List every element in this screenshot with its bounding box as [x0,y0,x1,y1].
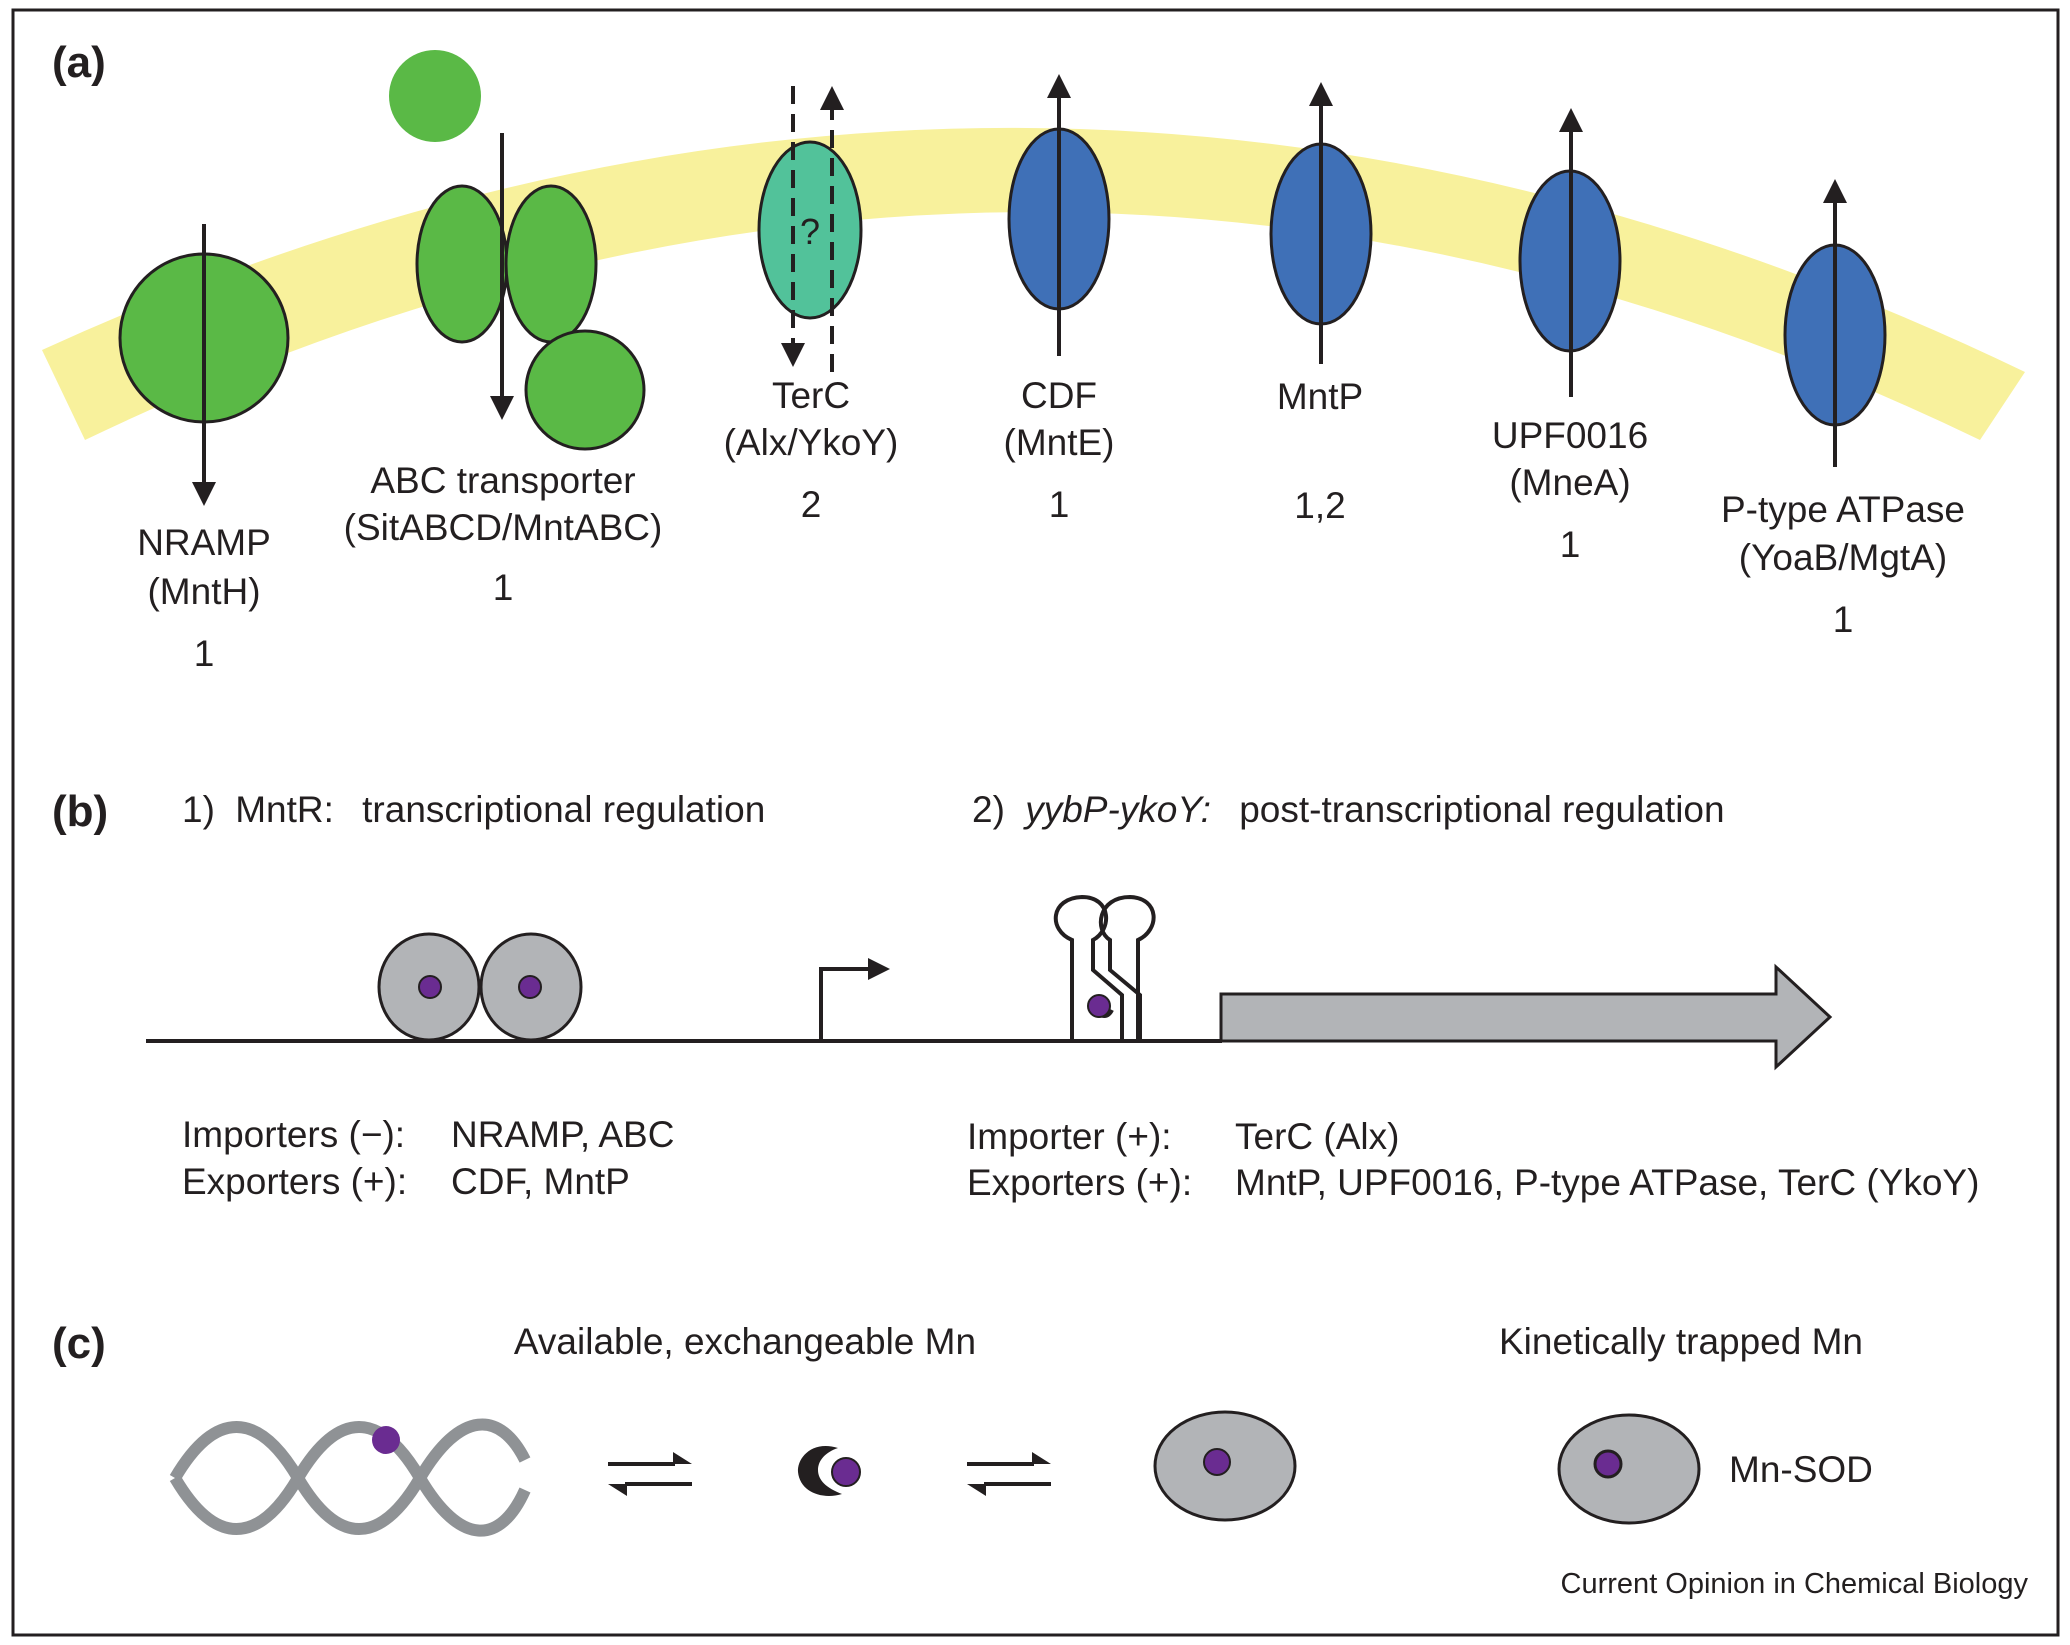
transporter-family: (MntH) [147,571,260,612]
transporter-name: TerC [772,375,850,416]
transporter-family: (SitABCD/MntABC) [344,507,663,548]
transporter-nramp: NRAMP (MntH) 1 [118,224,290,674]
manganese-ion [1593,1449,1623,1479]
mntr-description: transcriptional regulation [362,789,765,830]
panel-a: (a) NRAMP (MntH) 1 ABC transporter (SitA… [42,38,2025,674]
dna-helix [169,1418,531,1537]
regulation-number: 1 [194,633,215,674]
transporter-cdf: CDF (MntE) 1 [1004,74,1115,525]
mntr-name: MntR: [235,789,334,830]
riboswitch-structure [1053,894,1156,1041]
transporter-family: (MntE) [1004,422,1115,463]
panel-c: (c) Available, exchangeable Mn Kinetical… [52,1319,1873,1537]
transporter-upf0016: UPF0016 (MneA) 1 [1492,108,1648,565]
transporter-p-type-atpase: P-type ATPase (YoaB/MgtA) 1 [1721,179,1965,640]
mn-sod-label: Mn-SOD [1729,1449,1873,1490]
promoter-arrowhead [868,958,890,980]
regulation-number: 1 [1049,484,1070,525]
manganese-ion [1203,1448,1231,1476]
transporter-name: MntP [1277,376,1363,417]
terc-protein [757,140,863,320]
mntr-exporters-label: Exporters (+): [182,1161,407,1202]
transporter-name: UPF0016 [1492,415,1648,456]
equilibrium-arrows [967,1452,1051,1496]
panel-b-label: (b) [52,787,108,836]
riboswitch-name: yybP-ykoY: [1022,789,1211,830]
mntr-number: 1) [182,789,215,830]
regulation-number: 1 [493,567,514,608]
manganese-ion [418,975,442,999]
regulation-number: 1,2 [1294,485,1345,526]
abc-permease-right [504,184,598,344]
manganese-ion [1087,994,1111,1018]
transporter-name: NRAMP [137,522,271,563]
journal-credit: Current Opinion in Chemical Biology [1561,1568,2029,1600]
mntr-heading: 1) MntR: transcriptional regulation [182,789,765,830]
mn-sod-protein [1557,1413,1701,1525]
transporter-terc: ? TerC (Alx/YkoY) 2 [724,86,899,525]
transporter-family: (YoaB/MgtA) [1739,537,1947,578]
panel-a-label: (a) [52,38,106,87]
trapped-mn-heading: Kinetically trapped Mn [1499,1321,1863,1362]
manganese-ion [518,975,542,999]
riboswitch-exporters-label: Exporters (+): [967,1162,1192,1203]
abc-atpase [524,329,646,451]
panel-c-label: (c) [52,1319,106,1368]
regulation-number: 2 [801,484,822,525]
transporter-abc: ABC transporter (SitABCD/MntABC) 1 [344,50,663,608]
abc-binding-protein [389,50,481,142]
riboswitch-importer-label: Importer (+): [967,1116,1172,1157]
regulation-number: 1 [1833,599,1854,640]
mntr-importers-label: Importers (−): [182,1114,405,1155]
transporter-family: (Alx/YkoY) [724,422,899,463]
mntr-importers-value: NRAMP, ABC [451,1114,674,1155]
transporter-name: P-type ATPase [1721,489,1965,530]
riboswitch-exporters-value: MntP, UPF0016, P-type ATPase, TerC (YkoY… [1235,1162,1979,1203]
promoter-arrow [819,967,868,1041]
transporter-mntp: MntP 1,2 [1269,82,1373,526]
riboswitch-number: 2) [972,789,1005,830]
riboswitch-heading: 2) yybP-ykoY: post-transcriptional regul… [972,789,1725,830]
transporter-family: (MneA) [1509,462,1630,503]
question-mark: ? [800,211,820,252]
panel-b: (b) 1) MntR: transcriptional regulation … [52,787,1979,1203]
transporter-name: ABC transporter [370,460,635,501]
available-mn-heading: Available, exchangeable Mn [514,1321,976,1362]
mntr-exporters-value: CDF, MntP [451,1161,630,1202]
small-ligand [797,1446,842,1496]
abc-permease-left [415,184,509,344]
manganese-ion [372,1426,400,1454]
gene-arrow [1219,963,1833,1071]
figure-frame [11,8,2060,1637]
regulation-number: 1 [1560,524,1581,565]
riboswitch-description: post-transcriptional regulation [1239,789,1724,830]
equilibrium-arrows [608,1452,692,1496]
riboswitch-importer-value: TerC (Alx) [1235,1116,1399,1157]
transporter-name: CDF [1021,375,1097,416]
manganese-ion [831,1457,861,1487]
